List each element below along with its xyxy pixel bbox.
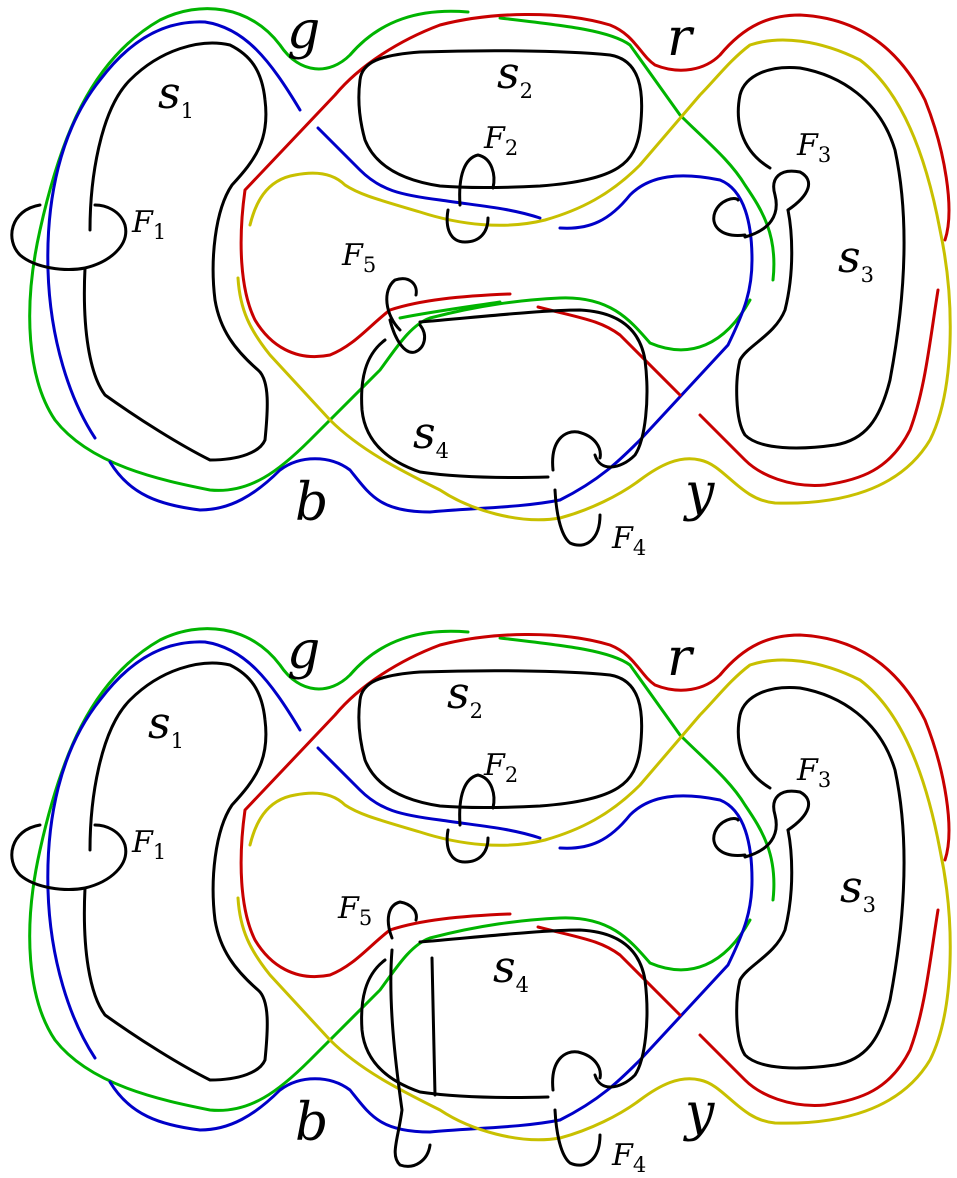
fiber-F3	[712, 169, 811, 239]
surface-s4-band	[430, 956, 437, 1097]
diagram-panel-bottom: g r b y s1 s2 s3 s4 F1 F2 F3 F4 F5	[10, 621, 952, 1177]
surface-s4-boundary-lower	[360, 958, 550, 1099]
surface-s1-boundary	[82, 661, 269, 1082]
blue-strand	[46, 640, 302, 1060]
fiber-label-F4: F4	[611, 1138, 646, 1177]
green-strand	[28, 7, 752, 492]
strand-label-r: r	[667, 628, 695, 688]
surface-s2-boundary	[357, 669, 644, 809]
yellow-strand	[236, 658, 952, 1142]
strand-label-y: y	[683, 463, 715, 523]
fiber-label-F5: F5	[337, 891, 372, 930]
yellow-strand	[236, 38, 952, 522]
red-strand-right	[698, 288, 940, 487]
strand-label-b: b	[295, 473, 328, 533]
fiber-label-F2: F2	[483, 748, 518, 787]
blue-strand	[46, 20, 302, 440]
red-strand-lower	[536, 305, 682, 397]
fiber-F1	[10, 203, 128, 271]
strand-label-r: r	[667, 8, 695, 68]
fiber-F2	[445, 153, 496, 244]
fiber-F1	[10, 823, 128, 891]
fiber-F4	[551, 430, 602, 547]
surface-s3-boundary	[735, 685, 906, 1070]
red-strand	[239, 633, 951, 978]
fiber-F5	[386, 900, 432, 1168]
fiber-F5	[385, 277, 427, 354]
fiber-label-F3: F3	[796, 753, 831, 792]
fiber-label-F1: F1	[131, 205, 166, 244]
strand-label-b: b	[295, 1093, 328, 1153]
surface-s1-boundary	[82, 41, 269, 462]
fiber-label-F1: F1	[131, 825, 166, 864]
surface-label-s2: s2	[447, 668, 483, 723]
diagram-panel-top: g r b y s1 s2 s3 s4 F1 F2 F3 F4 F5	[10, 1, 952, 560]
surface-s2-boundary	[357, 49, 644, 189]
blue-strand-right	[108, 794, 754, 1134]
fiber-F3	[712, 789, 811, 859]
surface-label-s4: s4	[413, 408, 449, 463]
fiber-label-F3: F3	[796, 128, 831, 167]
surface-s4-boundary	[418, 928, 649, 1089]
green-strand-upper	[498, 16, 776, 282]
strand-label-y: y	[683, 1083, 715, 1143]
surface-label-s1: s1	[158, 68, 194, 123]
surface-label-s3: s3	[840, 862, 876, 917]
surface-s4-boundary	[418, 308, 649, 469]
green-strand-arc	[398, 300, 502, 320]
surface-s3-boundary	[735, 65, 906, 450]
blue-strand-mid	[316, 746, 542, 840]
surface-label-s1: s1	[148, 698, 184, 753]
surface-s4-boundary-lower	[360, 338, 550, 479]
fiber-label-F2: F2	[483, 121, 518, 160]
blue-strand-mid	[316, 126, 542, 220]
fiber-label-F5: F5	[341, 238, 376, 277]
surface-label-s4: s4	[493, 942, 529, 997]
strand-label-g: g	[287, 1, 320, 61]
blue-strand-right	[108, 174, 754, 514]
fiber-F4	[551, 1050, 602, 1167]
red-strand-lower	[536, 925, 682, 1017]
red-strand	[239, 13, 951, 358]
green-strand-upper	[498, 636, 776, 902]
fiber-label-F4: F4	[611, 521, 646, 560]
green-strand	[28, 627, 752, 1112]
red-strand-right	[698, 908, 940, 1107]
strand-label-g: g	[287, 621, 320, 681]
fiber-F2	[445, 773, 496, 864]
surface-label-s2: s2	[497, 48, 533, 103]
surface-label-s3: s3	[838, 232, 874, 287]
